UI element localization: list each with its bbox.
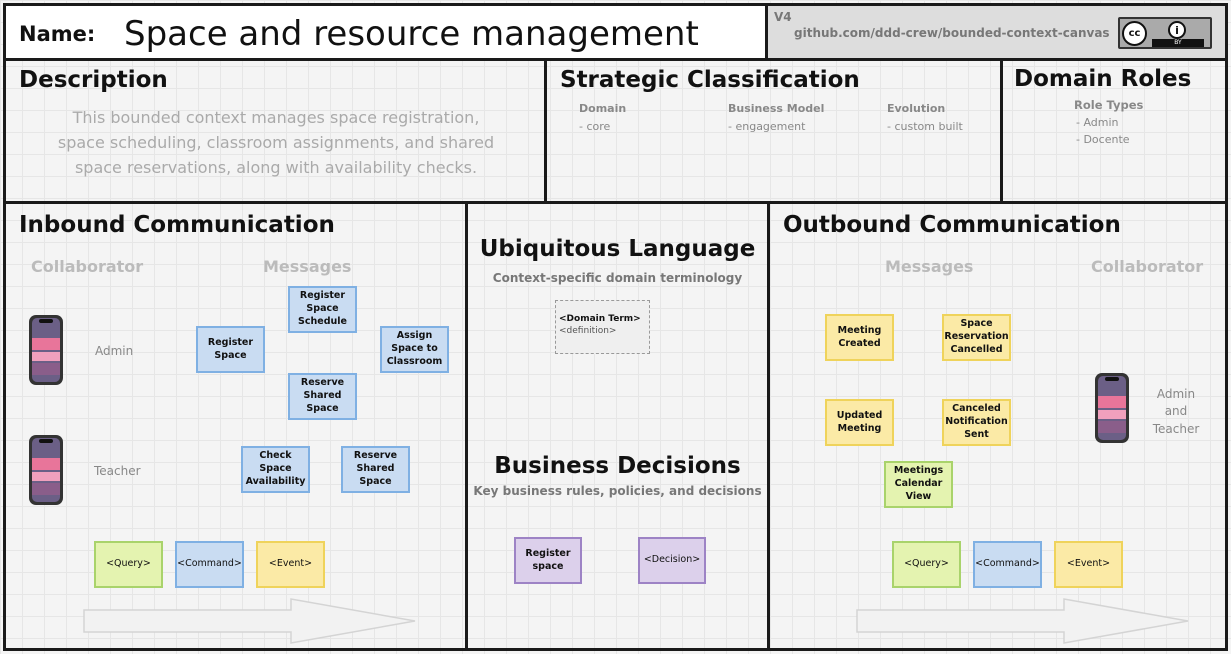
domain-label: Domain	[579, 102, 627, 115]
inbound-legend-query: <Query>	[94, 541, 163, 588]
cc-icon: cc	[1122, 21, 1147, 46]
business-decision[interactable]: Register space	[514, 537, 582, 584]
role-item[interactable]: - Docente	[1076, 133, 1130, 146]
outbound-messages-header: Messages	[885, 257, 974, 276]
strategic-classification-panel: Strategic Classification Domain - core B…	[544, 58, 1003, 204]
outbound-actor-line: Teacher	[1152, 421, 1200, 436]
version-panel: V4 github.com/ddd-crew/bounded-context-c…	[765, 3, 1228, 61]
version-label: V4	[774, 10, 792, 24]
admin-phone-icon	[29, 315, 63, 385]
description-panel: Description This bounded context manages…	[3, 58, 547, 204]
inbound-actor-admin[interactable]: Admin	[95, 344, 134, 358]
inbound-collaborator-header: Collaborator	[31, 257, 144, 276]
context-name[interactable]: Space and resource management	[124, 14, 699, 54]
business-decisions-subtitle: Key business rules, policies, and decisi…	[473, 484, 762, 498]
evolution-value[interactable]: - custom built	[887, 120, 963, 133]
by-label: BY	[1152, 39, 1204, 47]
inbound-messages-header: Messages	[263, 257, 352, 276]
outbound-title: Outbound Communication	[783, 212, 1121, 238]
ubiquitous-language-title: Ubiquitous Language	[479, 236, 756, 262]
inbound-message[interactable]: Register Space	[196, 326, 265, 373]
description-title: Description	[19, 67, 168, 93]
strategic-title: Strategic Classification	[560, 67, 860, 93]
inbound-message[interactable]: Check Space Availability	[241, 446, 310, 493]
teacher-phone-icon	[29, 435, 63, 505]
inbound-legend-event: <Event>	[256, 541, 325, 588]
outbound-flow-arrow	[856, 598, 1189, 644]
inbound-actor-teacher[interactable]: Teacher	[94, 464, 141, 478]
inbound-title: Inbound Communication	[19, 212, 335, 238]
role-item[interactable]: - Admin	[1076, 116, 1119, 129]
github-link[interactable]: github.com/ddd-crew/bounded-context-canv…	[794, 26, 1110, 40]
center-panel: Ubiquitous Language Context-specific dom…	[465, 201, 770, 651]
business-model-label: Business Model	[728, 102, 825, 115]
role-types-label: Role Types	[1074, 98, 1144, 112]
business-decision[interactable]: <Decision>	[638, 537, 706, 584]
outbound-message[interactable]: Meetings Calendar View	[884, 461, 953, 508]
inbound-flow-arrow	[83, 598, 416, 644]
inbound-message[interactable]: Register Space Schedule	[288, 286, 357, 333]
name-label: Name:	[19, 22, 96, 46]
outbound-collaborator-header: Collaborator	[1091, 257, 1204, 276]
outbound-actor[interactable]: Admin and Teacher	[1150, 386, 1202, 438]
outbound-legend-query: <Query>	[892, 541, 961, 588]
domain-term: <Domain Term>	[559, 314, 641, 324]
evolution-label: Evolution	[887, 102, 946, 115]
outbound-actor-line: and	[1164, 404, 1188, 419]
domain-value[interactable]: - core	[579, 120, 611, 133]
business-decisions-title: Business Decisions	[494, 453, 741, 479]
outbound-message[interactable]: Meeting Created	[825, 314, 894, 361]
outbound-message[interactable]: Space Reservation Cancelled	[942, 314, 1011, 361]
outbound-phone-icon	[1095, 373, 1129, 443]
description-text[interactable]: This bounded context manages space regis…	[57, 108, 495, 177]
domain-term-card[interactable]: <Domain Term> <definition>	[555, 300, 650, 354]
cc-by-license-badge: cc i BY	[1118, 17, 1212, 49]
name-panel: Name: Space and resource management	[3, 3, 768, 61]
outbound-message[interactable]: Canceled Notification Sent	[942, 399, 1011, 446]
inbound-message[interactable]: Assign Space to Classroom	[380, 326, 449, 373]
inbound-message[interactable]: Reserve Shared Space	[341, 446, 410, 493]
outbound-communication-panel: Outbound Communication Messages Collabor…	[767, 201, 1228, 651]
domain-term-definition: <definition>	[559, 326, 617, 337]
business-model-value[interactable]: - engagement	[728, 120, 806, 133]
outbound-actor-line: Admin	[1156, 387, 1196, 401]
outbound-legend-command: <Command>	[973, 541, 1042, 588]
domain-roles-panel: Domain Roles Role Types - Admin - Docent…	[1000, 58, 1228, 204]
ubiquitous-language-subtitle: Context-specific domain terminology	[492, 271, 743, 285]
domain-roles-title: Domain Roles	[1014, 66, 1192, 92]
outbound-message[interactable]: Updated Meeting	[825, 399, 894, 446]
outbound-legend-event: <Event>	[1054, 541, 1123, 588]
by-person-icon: i	[1168, 21, 1186, 39]
inbound-legend-command: <Command>	[175, 541, 244, 588]
inbound-message[interactable]: Reserve Shared Space	[288, 373, 357, 420]
